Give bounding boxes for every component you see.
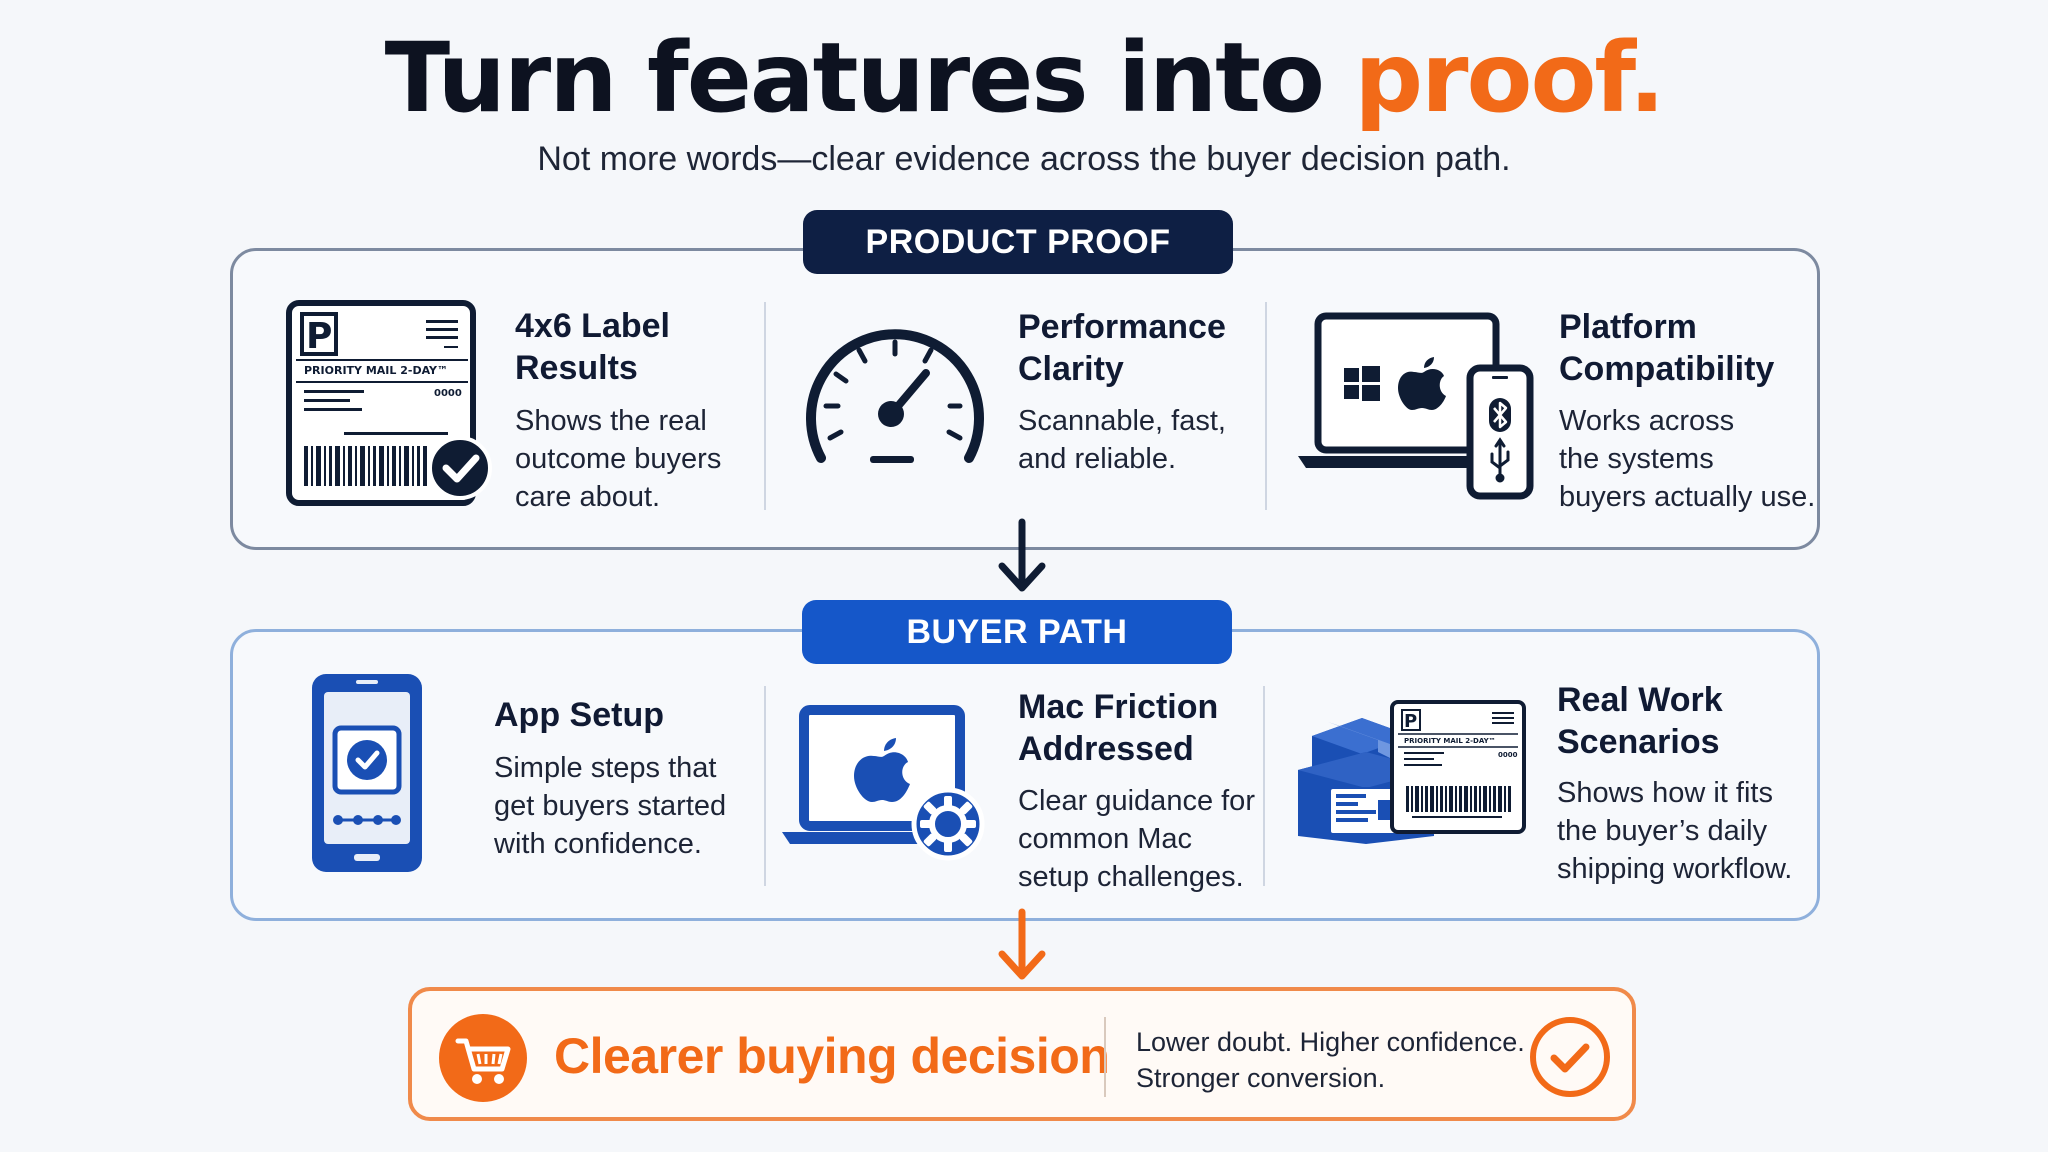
product-proof-panel xyxy=(230,248,1820,550)
card-desc-performance: Scannable, fast, and reliable. xyxy=(1018,405,1226,475)
decision-divider xyxy=(1104,1017,1106,1097)
panel-divider xyxy=(1263,686,1265,886)
page-title: Turn features into proof. xyxy=(0,22,2048,134)
laptop-phone-platforms-icon xyxy=(1298,312,1534,500)
speedometer-icon xyxy=(806,329,984,463)
label-code: 0000 xyxy=(434,388,462,399)
windows-logo-icon xyxy=(1344,366,1380,401)
phone-check-icon xyxy=(312,674,422,872)
card-desc-mac-friction: Clear guidance for common Mac setup chal… xyxy=(1018,785,1255,893)
flow-arrow-down-icon xyxy=(998,518,1046,592)
card-title-platform: Platform Compatibility xyxy=(1559,308,1775,388)
panel-divider xyxy=(1265,302,1267,510)
card-title-label-results: 4x6 Label Results xyxy=(515,307,670,387)
title-main: Turn features into xyxy=(384,22,1355,134)
check-circle-icon xyxy=(1530,1017,1610,1097)
apple-logo-icon xyxy=(1398,357,1446,410)
decision-desc: Lower doubt. Higher confidence. Stronger… xyxy=(1136,1027,1525,1093)
scenario-label-service: PRIORITY MAIL 2-DAY™ xyxy=(1404,737,1496,745)
boxes-label-icon: P PRIORITY MAIL 2-DAY™ 0000 xyxy=(1298,700,1526,844)
card-title-performance: Performance Clarity xyxy=(1018,308,1226,388)
decision-box: Clearer buying decision Lower doubt. Hig… xyxy=(408,987,1636,1121)
card-title-mac-friction: Mac Friction Addressed xyxy=(1018,688,1219,768)
scenario-label-code: 0000 xyxy=(1498,751,1518,759)
label-letter: P xyxy=(306,316,332,357)
panel-divider xyxy=(764,302,766,510)
page-subtitle: Not more words—clear evidence across the… xyxy=(537,140,1511,178)
title-accent: proof. xyxy=(1354,22,1665,134)
usb-icon xyxy=(1490,437,1510,483)
buyer-path-panel xyxy=(230,629,1820,921)
gear-icon xyxy=(911,787,985,861)
product-proof-label: PRODUCT PROOF xyxy=(803,210,1233,274)
buyer-path-label: BUYER PATH xyxy=(802,600,1232,664)
cart-icon xyxy=(439,1014,527,1102)
card-title-real-work: Real Work Scenarios xyxy=(1557,681,1723,761)
flow-arrow-down-icon xyxy=(998,908,1046,980)
mac-laptop-gear-icon xyxy=(782,705,985,861)
apple-logo-icon xyxy=(854,738,910,802)
label-service: PRIORITY MAIL 2-DAY™ xyxy=(304,364,448,377)
shipping-label-check-icon: P PRIORITY MAIL 2-DAY™ 0000 xyxy=(286,300,492,506)
card-desc-label-results: Shows the real outcome buyers care about… xyxy=(515,405,722,513)
card-desc-real-work: Shows how it fits the buyer’s daily ship… xyxy=(1557,777,1793,885)
card-title-app-setup: App Setup xyxy=(494,696,664,734)
decision-title: Clearer buying decision xyxy=(554,1028,1110,1084)
card-desc-app-setup: Simple steps that get buyers started wit… xyxy=(494,752,727,860)
scenario-label-letter: P xyxy=(1404,711,1417,732)
card-desc-platform: Works across the systems buyers actually… xyxy=(1559,405,1816,513)
bluetooth-icon xyxy=(1489,398,1511,432)
panel-divider xyxy=(764,686,766,886)
